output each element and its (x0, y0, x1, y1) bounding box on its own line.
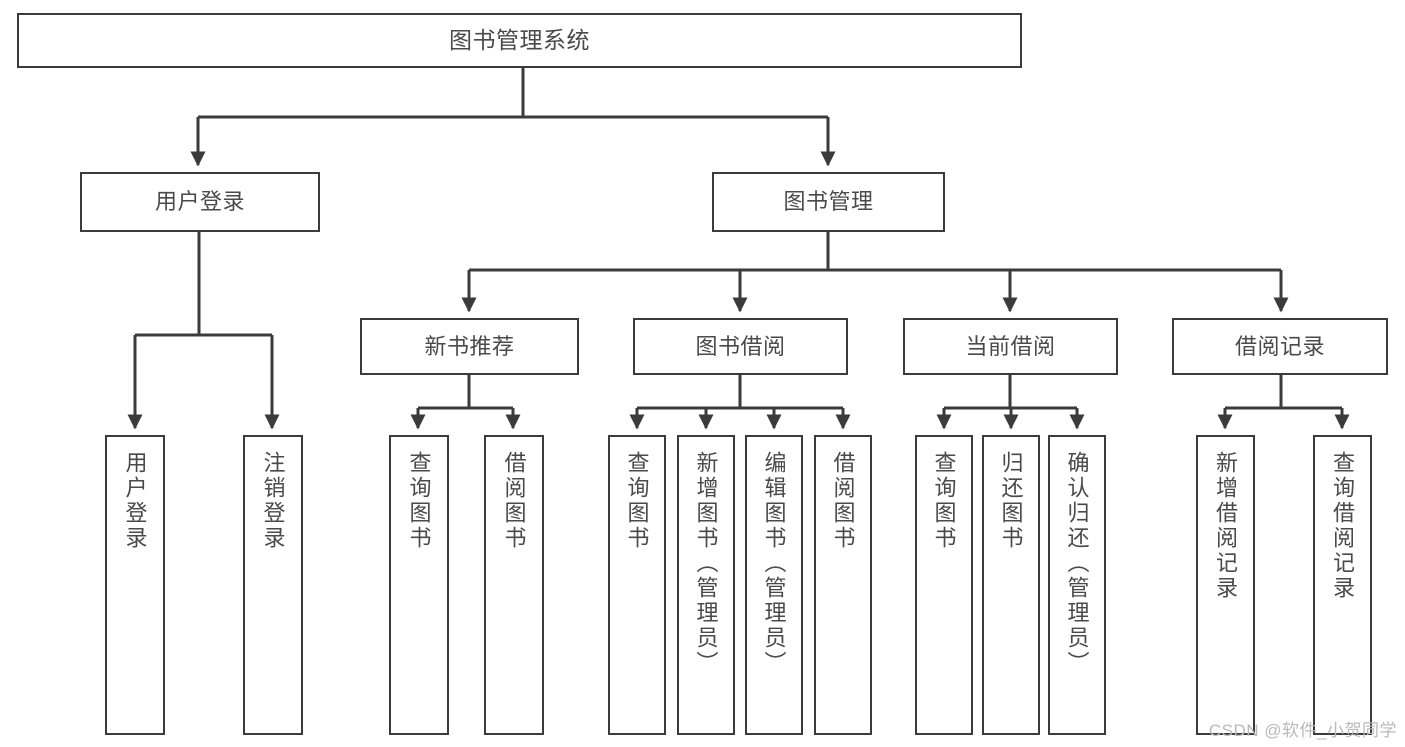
leaf-nbr-borrow-book[interactable]: 借阅图书 (484, 435, 544, 735)
leaf-cb-return-book-label: 归还图书 (998, 451, 1024, 551)
leaf-bb-add-book-admin-label: 新增图书（管理员） (693, 451, 719, 676)
leaf-bb-borrow-book-label: 借阅图书 (830, 451, 856, 551)
leaf-logout-label: 注销登录 (260, 451, 286, 551)
leaf-cb-confirm-return-admin-label: 确认归还（管理员） (1064, 451, 1090, 676)
watermark: CSDN @软件_小贺同学 (1208, 721, 1397, 740)
node-book-management-label: 图书管理 (783, 189, 874, 215)
node-new-book-recommend[interactable]: 新书推荐 (360, 318, 579, 375)
node-book-borrow[interactable]: 图书借阅 (633, 318, 848, 375)
leaf-user-login-label: 用户登录 (122, 451, 148, 551)
leaf-user-login[interactable]: 用户登录 (105, 435, 165, 735)
leaf-bb-query-book-label: 查询图书 (624, 451, 650, 551)
leaf-br-query-record-label: 查询借阅记录 (1330, 451, 1356, 601)
leaf-bb-edit-book-admin-label: 编辑图书（管理员） (761, 451, 787, 676)
leaf-cb-return-book[interactable]: 归还图书 (982, 435, 1040, 735)
node-book-borrow-label: 图书借阅 (695, 333, 786, 359)
leaf-nbr-query-book[interactable]: 查询图书 (389, 435, 449, 735)
leaf-cb-query-book[interactable]: 查询图书 (915, 435, 973, 735)
leaf-br-query-record[interactable]: 查询借阅记录 (1313, 435, 1372, 735)
node-user-login[interactable]: 用户登录 (80, 172, 320, 232)
node-new-book-recommend-label: 新书推荐 (424, 333, 515, 359)
node-book-management[interactable]: 图书管理 (712, 172, 945, 232)
node-root-system[interactable]: 图书管理系统 (17, 13, 1022, 68)
node-root-system-label: 图书管理系统 (449, 26, 590, 53)
node-user-login-label: 用户登录 (154, 189, 245, 215)
leaf-bb-edit-book-admin[interactable]: 编辑图书（管理员） (745, 435, 803, 735)
node-current-borrow-label: 当前借阅 (965, 333, 1056, 359)
leaf-bb-query-book[interactable]: 查询图书 (608, 435, 666, 735)
leaf-bb-borrow-book[interactable]: 借阅图书 (814, 435, 872, 735)
leaf-br-add-record[interactable]: 新增借阅记录 (1196, 435, 1255, 735)
leaf-bb-add-book-admin[interactable]: 新增图书（管理员） (677, 435, 735, 735)
leaf-cb-query-book-label: 查询图书 (931, 451, 957, 551)
node-borrow-record-label: 借阅记录 (1234, 333, 1325, 359)
node-current-borrow[interactable]: 当前借阅 (903, 318, 1118, 375)
leaf-logout[interactable]: 注销登录 (243, 435, 303, 735)
leaf-nbr-query-book-label: 查询图书 (406, 451, 432, 551)
node-borrow-record[interactable]: 借阅记录 (1172, 318, 1388, 375)
leaf-br-add-record-label: 新增借阅记录 (1213, 451, 1239, 601)
leaf-cb-confirm-return-admin[interactable]: 确认归还（管理员） (1048, 435, 1106, 735)
leaf-nbr-borrow-book-label: 借阅图书 (501, 451, 527, 551)
